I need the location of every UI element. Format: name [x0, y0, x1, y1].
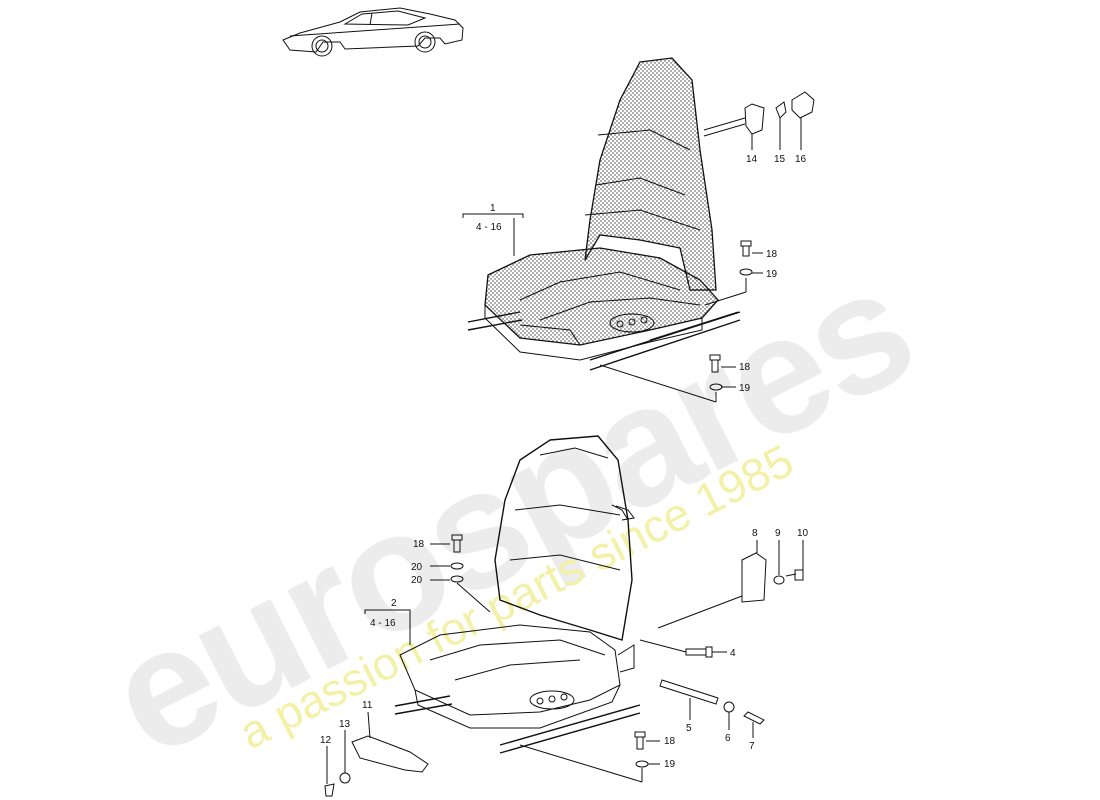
label-13: 13	[339, 719, 351, 730]
trim-cover-parts	[657, 540, 804, 629]
label-7: 7	[749, 741, 755, 752]
label-6: 6	[725, 733, 731, 744]
car-thumbnail	[282, 7, 464, 57]
label-18-d: 18	[664, 736, 676, 747]
label-1-range: 4 - 16	[476, 222, 502, 233]
bolt-part-4	[639, 639, 727, 658]
bolt-set-upper	[704, 240, 763, 306]
label-12: 12	[320, 735, 332, 746]
callout-2: 2 4 - 16	[364, 598, 411, 645]
side-trim-parts	[324, 711, 429, 797]
headrest-trim-parts	[703, 91, 815, 137]
bolt-set-middle	[599, 354, 736, 403]
upper-seat-assembly	[467, 57, 741, 371]
label-4: 4	[730, 648, 736, 659]
label-10: 10	[797, 528, 809, 539]
label-19-b: 19	[739, 383, 751, 394]
spindle-parts	[659, 679, 765, 738]
label-20-a: 20	[411, 562, 423, 573]
label-8: 8	[752, 528, 758, 539]
bolt-set-lower	[519, 731, 660, 783]
lower-seat-assembly	[394, 435, 641, 754]
label-19-a: 19	[766, 269, 778, 280]
label-2: 2	[391, 598, 397, 609]
label-15: 15	[774, 154, 786, 165]
label-18-c: 18	[413, 539, 425, 550]
label-11: 11	[362, 700, 373, 711]
label-19-d: 19	[664, 759, 676, 770]
label-1: 1	[490, 203, 496, 214]
label-14: 14	[746, 154, 758, 165]
label-18-b: 18	[739, 362, 751, 373]
callout-1: 1 4 - 16	[462, 203, 524, 256]
label-2-range: 4 - 16	[370, 618, 396, 629]
label-20-b: 20	[411, 575, 423, 586]
label-18-a: 18	[766, 249, 778, 260]
label-5: 5	[686, 723, 692, 734]
bolt-set-left	[430, 534, 491, 613]
label-9: 9	[775, 528, 781, 539]
label-16: 16	[795, 154, 807, 165]
